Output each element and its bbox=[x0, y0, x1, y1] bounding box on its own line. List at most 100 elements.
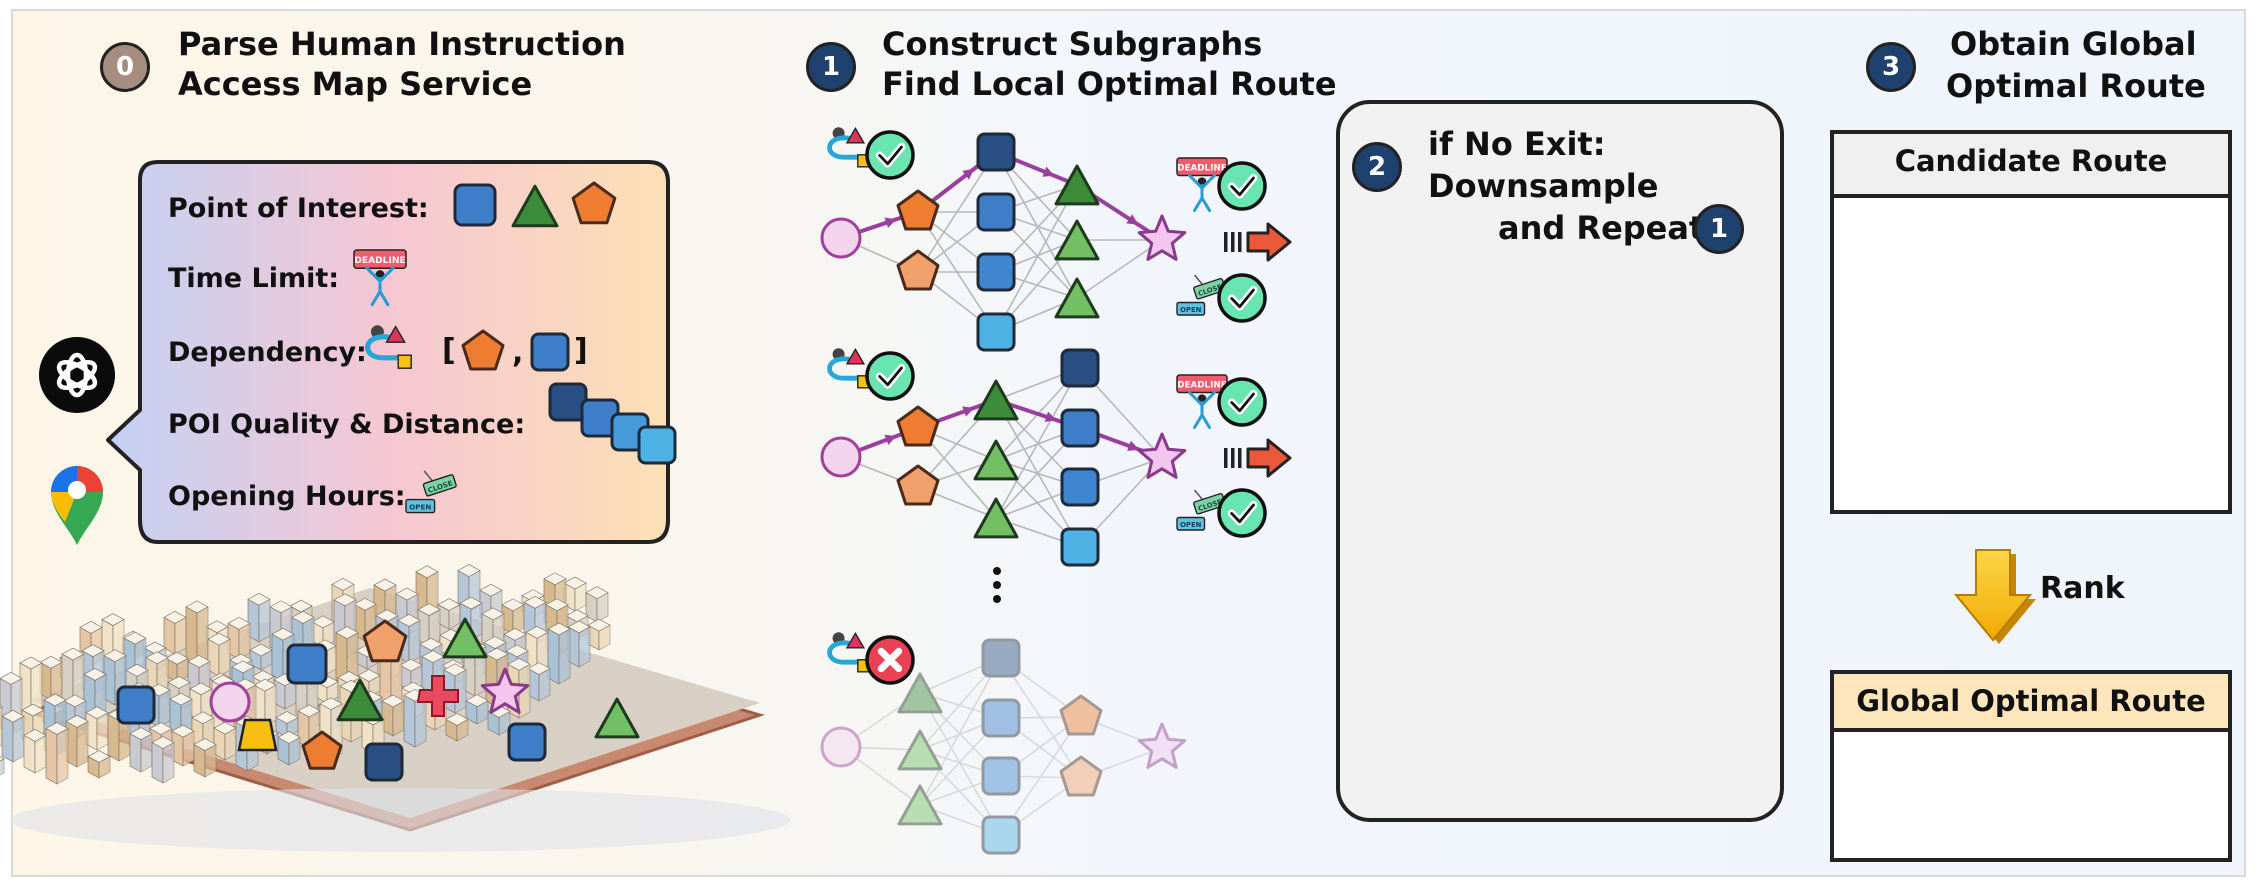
start-node bbox=[820, 436, 862, 478]
square-node bbox=[1060, 348, 1100, 388]
building-roof bbox=[543, 572, 567, 586]
city-building bbox=[445, 713, 469, 742]
triangle-node bbox=[897, 729, 943, 771]
building-right-face bbox=[76, 720, 89, 768]
city-building bbox=[437, 598, 461, 630]
square-node bbox=[976, 132, 1016, 172]
building-roof bbox=[129, 727, 153, 740]
check-mark-outline bbox=[1230, 392, 1255, 413]
building-right-face bbox=[96, 712, 109, 751]
building-left-face bbox=[271, 633, 284, 682]
building-roof bbox=[485, 647, 509, 661]
city-building bbox=[277, 731, 301, 766]
city-building bbox=[275, 711, 299, 738]
building-left-face bbox=[151, 741, 164, 784]
city-building bbox=[0, 705, 3, 747]
cross-icon bbox=[865, 635, 915, 685]
dependency-comma: , bbox=[512, 335, 524, 370]
building-roof bbox=[397, 614, 421, 627]
deadline-person-body bbox=[1188, 391, 1216, 429]
chatgpt-logo-icon bbox=[39, 337, 115, 413]
triangle-node bbox=[973, 497, 1019, 539]
city-triangle-marker bbox=[442, 617, 488, 659]
square-node bbox=[981, 638, 1021, 678]
square-node bbox=[1060, 408, 1100, 448]
ellipsis-dot bbox=[993, 581, 1001, 589]
dependency-triangle bbox=[845, 348, 866, 365]
open-board bbox=[1176, 516, 1206, 531]
building-roof bbox=[191, 711, 215, 725]
building-roof bbox=[149, 722, 173, 735]
building-roof bbox=[251, 670, 275, 683]
building-roof bbox=[101, 613, 125, 626]
opening-hours-label: Opening Hours: bbox=[168, 481, 406, 512]
city-building bbox=[0, 756, 5, 776]
city-yellow-marker bbox=[237, 718, 278, 752]
destination-star-node bbox=[1137, 432, 1187, 479]
dependency-curve bbox=[365, 334, 404, 361]
poi-label: Point of Interest: bbox=[168, 193, 429, 224]
step-3-title-line-1: Obtain Global bbox=[1950, 25, 2197, 63]
building-left-face bbox=[1, 715, 14, 763]
building-right-face bbox=[50, 661, 63, 701]
building-left-face bbox=[403, 694, 416, 748]
city-building bbox=[397, 614, 421, 664]
graph-edge bbox=[919, 692, 1002, 836]
graph-edge bbox=[919, 657, 1002, 806]
city-pentagon-marker bbox=[362, 619, 408, 663]
graph-edge bbox=[1000, 716, 1082, 777]
pentagon-node bbox=[896, 249, 940, 291]
arrow-speed-line bbox=[1224, 232, 1228, 252]
arrow-body bbox=[1246, 222, 1292, 262]
step-1-subgraph-c-faded bbox=[820, 638, 1187, 855]
graph-edge bbox=[840, 746, 921, 751]
graph-edge bbox=[919, 717, 1002, 806]
route-arrowhead bbox=[1042, 166, 1055, 177]
check-icon bbox=[1217, 377, 1267, 427]
dependency-triangle bbox=[385, 325, 406, 343]
graph-edge bbox=[919, 657, 1002, 751]
building-roof bbox=[337, 671, 361, 684]
next-arrow-icon bbox=[1224, 438, 1292, 478]
city-pentagon-marker bbox=[301, 730, 343, 770]
building-left-face bbox=[45, 727, 58, 785]
building-right-face bbox=[158, 689, 171, 728]
check-mark-outline bbox=[1230, 288, 1255, 309]
step-2-title-line-3: and Repeat bbox=[1498, 209, 1705, 247]
building-roof bbox=[43, 693, 67, 707]
building-roof bbox=[563, 576, 587, 590]
building-right-face bbox=[140, 733, 153, 773]
building-roof bbox=[19, 656, 43, 670]
triangle-node bbox=[1054, 277, 1100, 319]
candidate-route-header-bg bbox=[1830, 130, 2232, 198]
building-roof bbox=[253, 678, 277, 692]
city-building bbox=[193, 738, 217, 778]
open-text: OPEN bbox=[1180, 306, 1202, 314]
arrow-body bbox=[1246, 438, 1292, 478]
building-roof bbox=[0, 756, 5, 762]
building-roof bbox=[373, 578, 397, 592]
graph-edge bbox=[919, 804, 1002, 836]
graph-edge bbox=[840, 692, 921, 748]
building-roof bbox=[0, 672, 23, 685]
deadline-sign-icon: DEADLINE bbox=[1176, 374, 1228, 429]
building-roof bbox=[335, 626, 359, 639]
square-node bbox=[976, 252, 1016, 292]
time-limit-label: Time Limit: bbox=[168, 263, 340, 294]
graph-edge bbox=[919, 657, 1002, 694]
building-roof bbox=[103, 649, 127, 662]
building-roof bbox=[277, 731, 301, 744]
city-building bbox=[547, 622, 571, 685]
triangle-node bbox=[897, 784, 943, 826]
building-roof bbox=[353, 597, 377, 611]
square-node bbox=[1060, 527, 1100, 567]
city-building bbox=[443, 663, 467, 714]
poi-square-icon bbox=[453, 183, 497, 227]
graph-edge bbox=[919, 692, 1002, 719]
city-building bbox=[403, 688, 427, 748]
building-right-face bbox=[162, 741, 175, 784]
building-roof bbox=[1, 709, 25, 723]
city-building bbox=[87, 750, 111, 779]
building-roof bbox=[565, 609, 589, 623]
